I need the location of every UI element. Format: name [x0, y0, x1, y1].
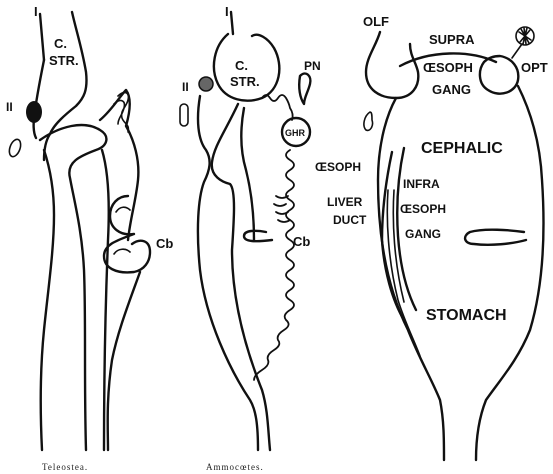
- ammocoetes-caption: Ammocœtes.: [206, 462, 264, 472]
- label-infra-gang: GANG: [405, 227, 441, 241]
- ammocoetes-panel: I C. STR. II PN GHR Cb Ammocœtes.: [180, 4, 321, 472]
- ammocoetes-label-ii: II: [182, 80, 189, 94]
- opt-lobe: [480, 56, 518, 94]
- ammocoetes-eye-ii: [199, 77, 213, 91]
- label-duct: DUCT: [333, 213, 367, 227]
- teleostea-small-oval: [7, 138, 23, 158]
- ammocoetes-label-ghr: GHR: [285, 128, 306, 138]
- ammocoetes-label-c: C.: [235, 58, 248, 73]
- infra-loop: [465, 230, 526, 245]
- ammocoetes-ventricle-inner: [241, 108, 254, 240]
- label-supra-oesoph: ŒSOPH: [423, 60, 473, 75]
- ammocoetes-dorsal-plexus: [262, 95, 293, 120]
- oesophagus-outer: [382, 152, 404, 320]
- ammocoetes-label-cb: Cb: [293, 234, 310, 249]
- label-supra-gang: GANG: [432, 82, 471, 97]
- teleostea-c-str-outline: [34, 60, 44, 138]
- teleostea-nerve-i: [40, 14, 44, 60]
- label-cephalic: CEPHALIC: [421, 140, 503, 157]
- label-liver: LIVER: [327, 195, 363, 209]
- teleostea-label-i: I: [34, 4, 38, 19]
- small-organ: [364, 112, 373, 130]
- ammocoetes-infundibulum: [244, 231, 272, 241]
- teleostea-label-c: C.: [54, 36, 67, 51]
- teleostea-panel: I C. STR. II Cb Teleostea.: [6, 4, 173, 472]
- label-olf: OLF: [363, 14, 389, 29]
- ammocoetes-right-wave: [254, 150, 294, 380]
- teleostea-posterior: [108, 272, 140, 450]
- teleostea-caption: Teleostea.: [42, 462, 88, 472]
- ammocoetes-pn-organ: [299, 74, 310, 104]
- olf-lobe: [366, 32, 418, 98]
- ammocoetes-small-oval: [180, 104, 188, 126]
- label-infra: INFRA: [403, 177, 440, 191]
- ammocoetes-ventricle: [212, 104, 270, 450]
- label-supra: SUPRA: [429, 32, 475, 47]
- ammocoetes-label-str: STR.: [230, 74, 260, 89]
- opt-stalk: [512, 44, 522, 58]
- ammocoetes-label-i: I: [225, 4, 229, 19]
- teleostea-label-cb: Cb: [156, 236, 173, 251]
- ammocoetes-outer-outline: [198, 96, 258, 450]
- label-infra-oesoph: ŒSOPH: [400, 202, 446, 216]
- opt-eye-rays: [519, 28, 531, 44]
- label-oesoph: ŒSOPH: [315, 160, 361, 174]
- teleostea-dorsal-outline: [44, 12, 87, 160]
- ammocoetes-label-pn: PN: [304, 59, 321, 73]
- label-stomach: STOMACH: [426, 307, 507, 324]
- teleostea-ventral-outline: [41, 150, 54, 450]
- ammocoetes-nerve-i: [231, 12, 233, 34]
- arthropod-panel: OLF OPT SUPRA ŒSOPH GANG CEPHALIC ŒSOPH …: [315, 14, 548, 460]
- teleostea-label-str: STR.: [49, 53, 79, 68]
- teleostea-label-ii: II: [6, 100, 13, 114]
- teleostea-eye-ii: [26, 101, 42, 123]
- label-opt: OPT: [521, 60, 548, 75]
